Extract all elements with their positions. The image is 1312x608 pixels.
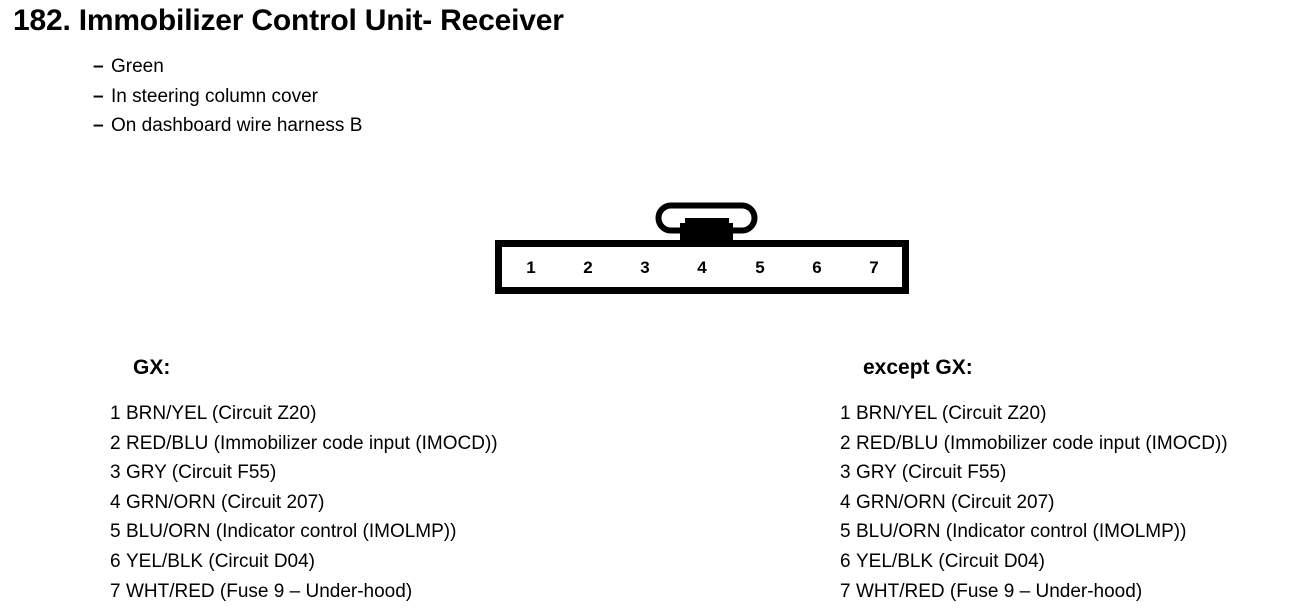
legend-description: BRN/YEL (Circuit Z20)	[126, 403, 317, 424]
pin-number-labels: 1 2 3 4 5 6 7	[526, 258, 878, 277]
legend-pin-number: 1	[110, 403, 121, 424]
pin-number-1: 1	[526, 258, 535, 277]
note-text: Green	[111, 56, 164, 77]
connector-latch-icon	[655, 202, 758, 245]
note-dash-icon: –	[93, 115, 104, 136]
legend-description: BLU/ORN (Indicator control (IMOLMP))	[856, 521, 1187, 543]
legend-description: RED/BLU (Immobilizer code input (IMOCD))	[126, 432, 498, 454]
legend-pin-number: 3	[110, 462, 121, 484]
legend-pin-number: 7	[110, 580, 121, 602]
legend-description: YEL/BLK (Circuit D04)	[126, 550, 316, 572]
connector-diagram: 1 2 3 4 5 6 7	[495, 198, 915, 298]
pin-number-3: 3	[640, 258, 649, 277]
note-item: –In steering column cover	[93, 82, 362, 112]
pin-number-7: 7	[869, 258, 878, 277]
pin-number-4: 4	[697, 258, 707, 277]
page-title: 182. Immobilizer Control Unit- Receiver	[13, 4, 564, 37]
pin-number-5: 5	[755, 258, 764, 277]
legend-pin-number: 1	[840, 403, 851, 424]
pin-number-6: 6	[812, 258, 821, 277]
legend-description: BRN/YEL (Circuit Z20)	[856, 403, 1047, 424]
legend-heading-gx: GX:	[133, 356, 171, 379]
legend-description: GRN/ORN (Circuit 207)	[856, 491, 1055, 513]
legend-pin-number: 4	[110, 491, 121, 513]
legend-pin-number: 4	[840, 491, 851, 513]
pin-number-2: 2	[583, 258, 592, 277]
legend-heading-except-gx: except GX:	[863, 356, 973, 379]
legend-pin-number: 2	[110, 432, 121, 454]
legend-description: YEL/BLK (Circuit D04)	[856, 550, 1046, 572]
note-text: In steering column cover	[111, 85, 318, 107]
legend-description: RED/BLU (Immobilizer code input (IMOCD))	[856, 432, 1228, 454]
note-dash-icon: –	[93, 85, 104, 107]
legend-pin-number: 7	[840, 580, 851, 602]
note-dash-icon: –	[93, 56, 104, 77]
legend-description: WHT/RED (Fuse 9 – Under-hood)	[126, 580, 413, 602]
legend-description: WHT/RED (Fuse 9 – Under-hood)	[856, 580, 1143, 602]
notes-list: –Green –In steering column cover –On das…	[93, 52, 362, 141]
legend-description: GRY (Circuit F55)	[126, 462, 277, 484]
note-item: –Green	[93, 52, 362, 82]
legend-description: BLU/ORN (Indicator control (IMOLMP))	[126, 521, 457, 543]
note-item: –On dashboard wire harness B	[93, 111, 362, 141]
legend-description: GRY (Circuit F55)	[856, 462, 1007, 484]
legend-pin-number: 3	[840, 462, 851, 484]
legend-pin-number: 5	[840, 521, 851, 543]
legend-pin-number: 6	[110, 550, 121, 572]
legend-pin-number: 2	[840, 432, 851, 454]
legend-pin-number: 6	[840, 550, 851, 572]
legend-description: GRN/ORN (Circuit 207)	[126, 491, 325, 513]
note-text: On dashboard wire harness B	[111, 115, 363, 136]
pin-cavities	[506, 250, 899, 284]
legend-pin-number: 5	[110, 521, 121, 543]
